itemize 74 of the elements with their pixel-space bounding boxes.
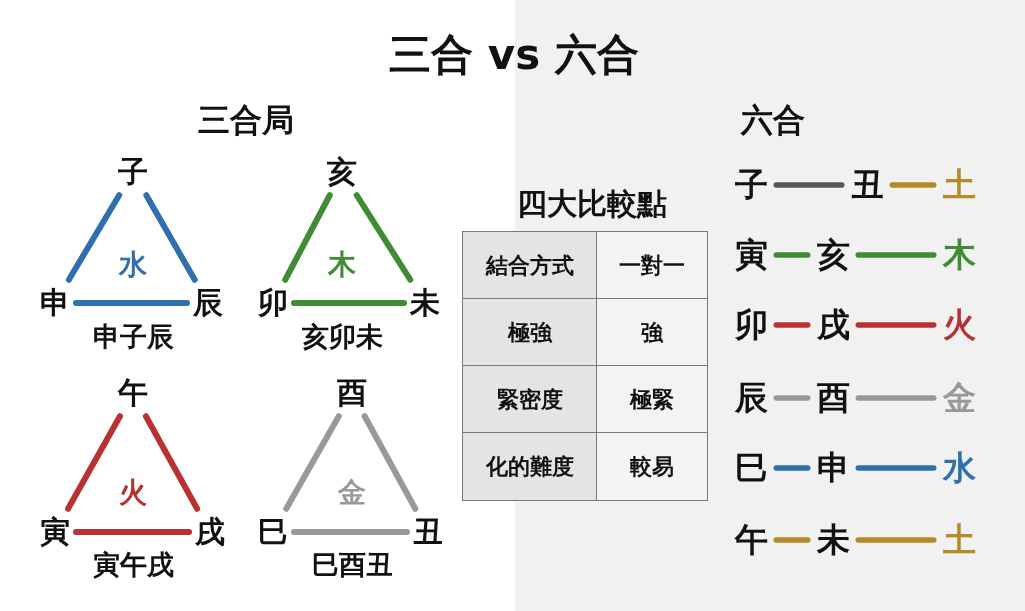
connector-line	[291, 300, 407, 306]
element-character: 金	[338, 476, 366, 510]
table-cell: 強	[596, 298, 708, 367]
branch-character: 午	[118, 375, 148, 411]
connector-line	[773, 395, 811, 401]
connector-line	[773, 465, 811, 471]
connector-line	[143, 192, 198, 283]
connector-line	[855, 322, 937, 328]
connector-line	[773, 537, 811, 543]
section-heading: 四大比較點	[517, 186, 667, 222]
section-heading: 三合局	[198, 101, 294, 139]
connector-line	[73, 529, 192, 535]
element-character: 火	[942, 306, 976, 344]
connector-line	[889, 182, 937, 188]
element-character: 火	[119, 476, 147, 510]
diagram-title: 三合 vs 六合	[389, 30, 639, 80]
branch-character: 亥	[327, 154, 357, 190]
table-cell: 一對一	[596, 231, 708, 300]
connector-line	[282, 192, 333, 283]
branch-character: 卯	[734, 306, 768, 344]
element-character: 土	[942, 166, 976, 204]
branch-character: 申	[816, 449, 850, 487]
table-cell: 結合方式	[462, 231, 598, 300]
element-character: 土	[942, 521, 976, 559]
element-character: 木	[328, 248, 356, 282]
combination-label: 亥卯未	[301, 321, 383, 353]
branch-character: 丑	[850, 166, 884, 204]
branch-character: 亥	[816, 236, 850, 274]
branch-character: 戌	[195, 514, 225, 550]
branch-character: 寅	[734, 236, 768, 274]
connector-line	[73, 300, 190, 306]
branch-character: 酉	[337, 375, 367, 411]
connector-line	[65, 413, 123, 512]
combination-label: 巳酉丑	[311, 549, 393, 581]
table-cell: 化的難度	[462, 432, 598, 501]
connector-line	[855, 465, 937, 471]
branch-character: 巳	[734, 449, 768, 487]
section-heading: 六合	[741, 101, 805, 139]
branch-character: 未	[410, 285, 440, 321]
branch-character: 辰	[734, 379, 768, 417]
branch-character: 卯	[258, 285, 288, 321]
connector-line	[361, 413, 419, 512]
branch-character: 子	[118, 154, 148, 190]
branch-character: 申	[40, 285, 70, 321]
branch-character: 未	[816, 521, 850, 559]
connector-line	[65, 192, 123, 283]
branch-character: 子	[734, 166, 768, 204]
element-character: 水	[119, 248, 147, 282]
table-cell: 極強	[462, 298, 598, 367]
branch-character: 寅	[40, 514, 70, 550]
element-character: 金	[942, 379, 976, 417]
connector-line	[773, 182, 845, 188]
connector-line	[353, 192, 414, 283]
branch-character: 辰	[193, 285, 223, 321]
connector-line	[142, 413, 201, 512]
branch-character: 午	[734, 521, 768, 559]
combination-label: 申子辰	[92, 321, 174, 353]
branch-character: 丑	[413, 514, 443, 550]
connector-line	[855, 395, 937, 401]
branch-character: 酉	[816, 379, 850, 417]
element-character: 木	[942, 236, 976, 274]
combination-label: 寅午戌	[92, 549, 174, 581]
element-character: 水	[942, 449, 976, 487]
branch-character: 巳	[258, 514, 288, 550]
connector-line	[855, 537, 937, 543]
table-cell: 較易	[596, 432, 708, 501]
branch-character: 戌	[816, 306, 850, 344]
connector-line	[773, 252, 811, 258]
connector-line	[283, 413, 342, 512]
table-cell: 緊密度	[462, 365, 598, 434]
connector-line	[291, 529, 410, 535]
table-cell: 極緊	[596, 365, 708, 434]
connector-line	[773, 322, 811, 328]
connector-line	[855, 252, 937, 258]
